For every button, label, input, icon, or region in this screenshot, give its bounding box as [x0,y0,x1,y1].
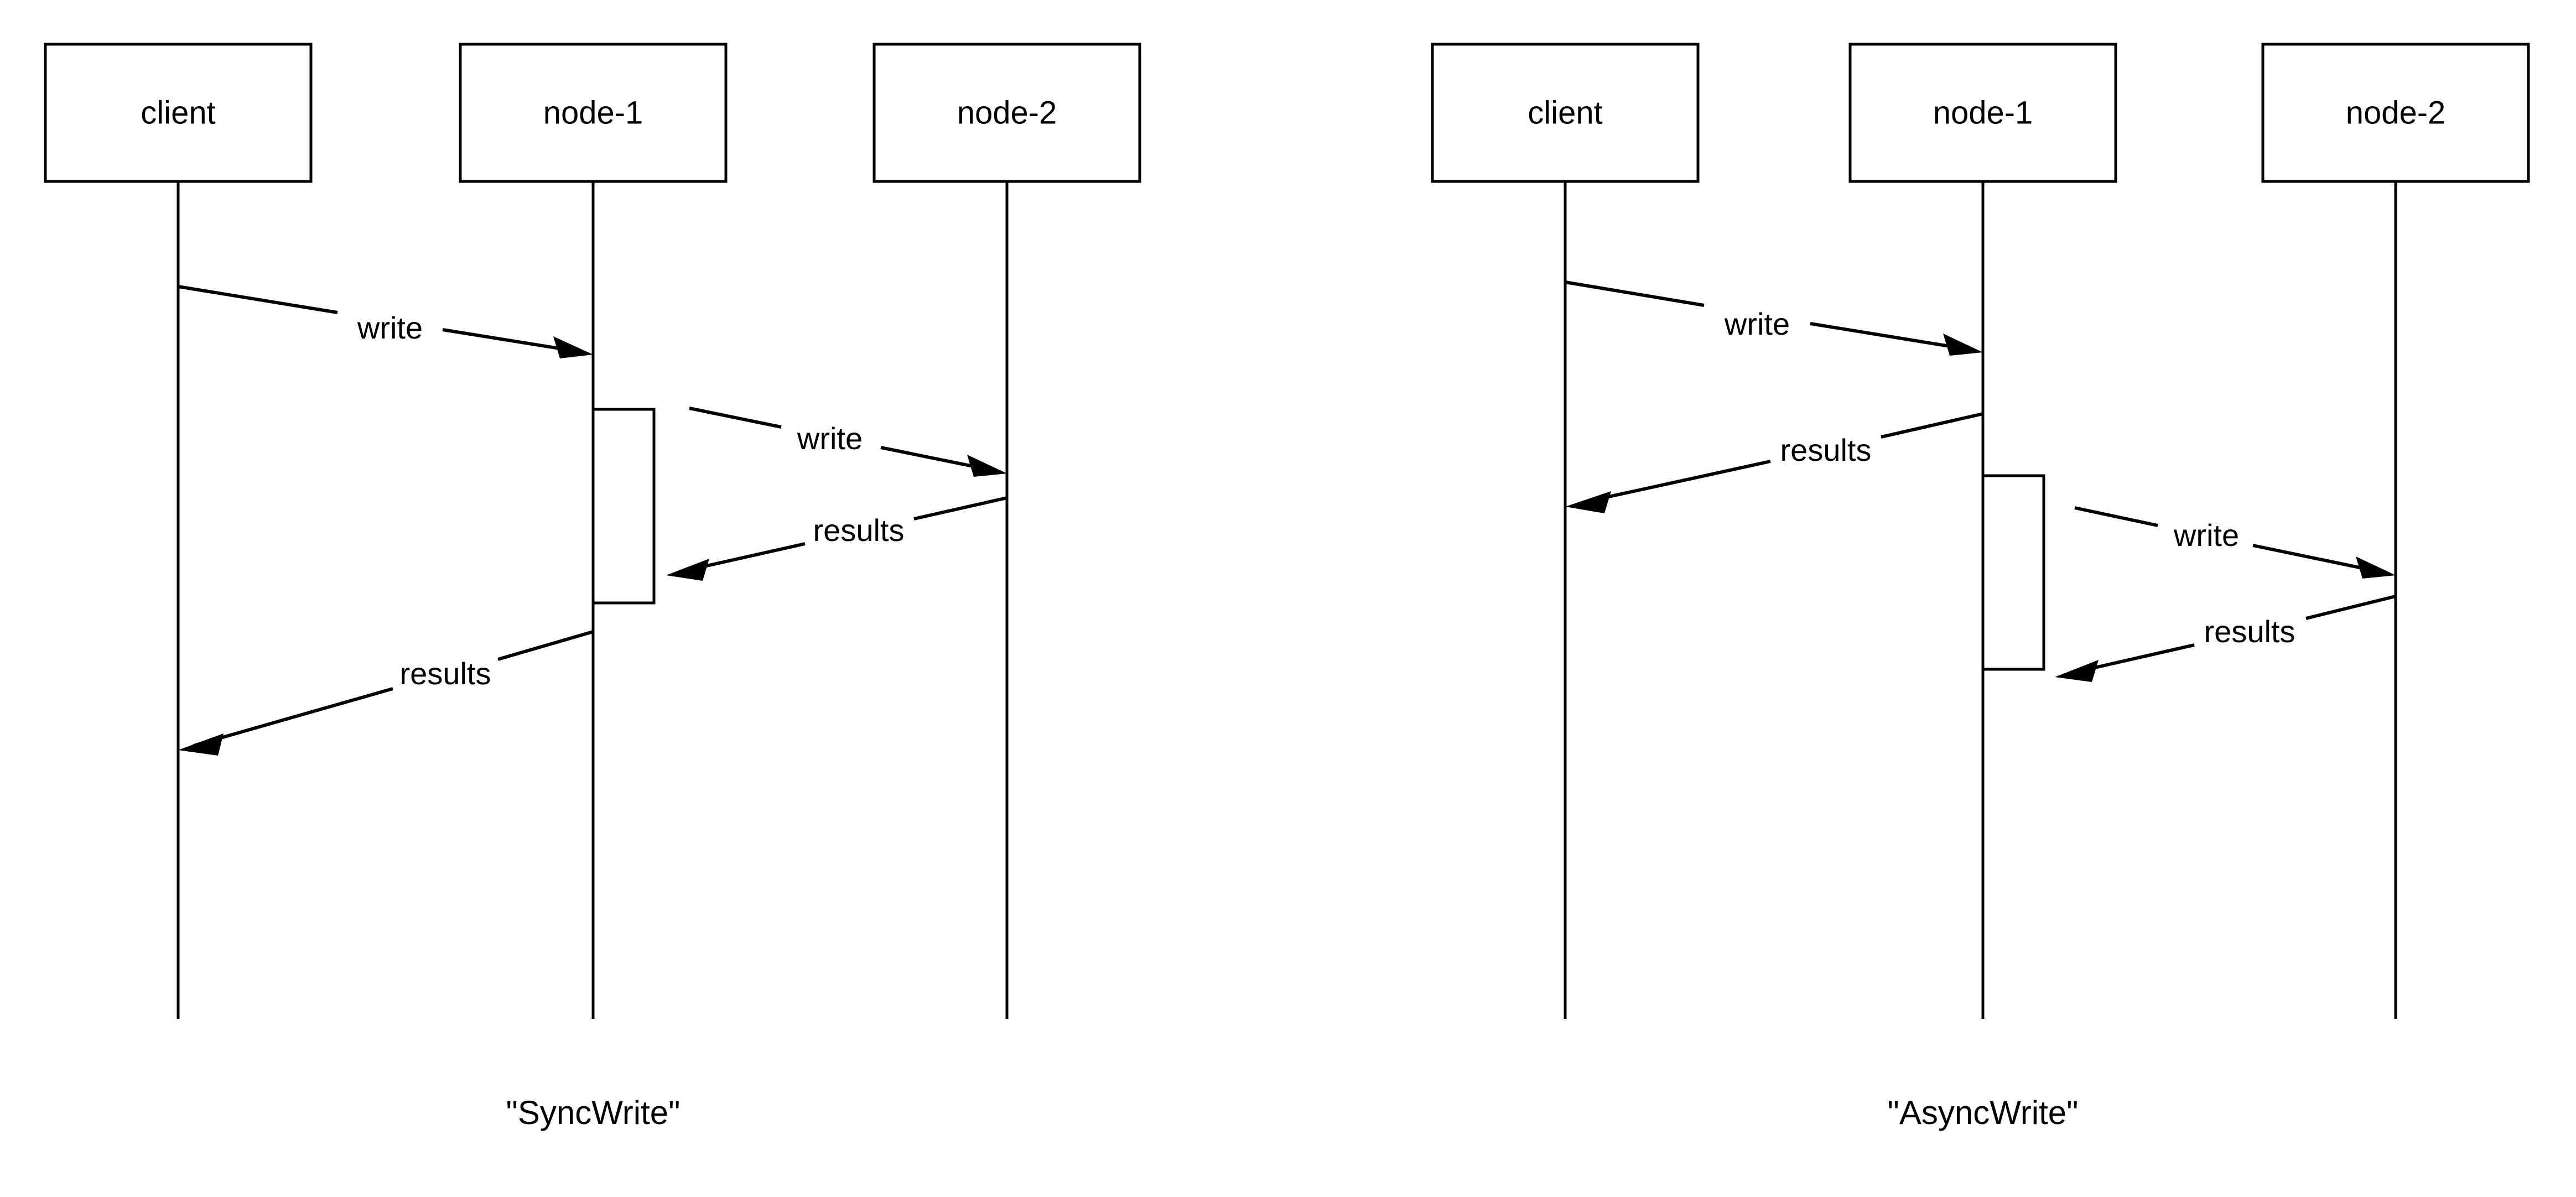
participant-label-node1-left: node-1 [543,95,643,131]
message-right-1-line-a [1565,280,1705,307]
message-left-3-label: results [813,513,905,548]
participant-label-client-right: client [1528,95,1602,131]
message-left-4: results [178,630,594,756]
message-right-2-line-a [1881,412,1983,439]
participant-box-node1-right[interactable] [1848,43,2117,183]
participant-box-node1-left[interactable] [459,43,728,183]
caption-sync-write: "SyncWrite" [506,1094,681,1131]
message-right-1-label: write [1724,306,1790,341]
activation-bar-node1-left [591,408,656,605]
participant-node1-left[interactable]: node-1 [459,43,728,183]
participant-client-right[interactable]: client [1431,43,1700,183]
message-right-4-line-a [2305,595,2396,620]
participant-node1-right[interactable]: node-1 [1848,43,2117,183]
message-left-4-line-b [193,687,393,747]
message-right-2-label: results [1780,433,1872,467]
message-left-4-line-a [497,630,594,661]
participant-label-node2-left: node-2 [957,95,1057,131]
message-right-2: results [1565,412,1983,513]
participant-label-node2-right: node-2 [2346,95,2446,131]
arrowhead-left-icon [1565,491,1611,513]
message-right-1: write [1565,280,1983,356]
message-left-2-label: write [797,421,863,456]
diagram-async-write: client node-1 node-2 write [1431,43,2530,1131]
message-left-3: results [666,496,1007,581]
participant-label-client-left: client [141,95,215,131]
message-right-3-label: write [2173,518,2239,553]
activation-bar-node1-right [1981,474,2045,671]
message-right-1-line-b [1810,322,1974,352]
message-right-3: write [2074,506,2396,579]
participant-label-node1-right: node-1 [1933,95,2033,131]
participant-node2-right[interactable]: node-2 [2261,43,2530,183]
participant-box-node2-left[interactable] [872,43,1141,183]
message-left-2: write [689,407,1007,477]
message-left-3-line-a [913,496,1007,521]
message-right-4-label: results [2204,614,2295,649]
message-right-2-line-b [1583,460,1771,504]
diagram-sync-write: client node-1 node-2 write [44,43,1141,1131]
arrowhead-left-icon [178,733,224,756]
arrowhead-left-icon [666,559,709,581]
participant-box-client-right[interactable] [1431,43,1700,183]
message-right-3-line-a [2074,506,2158,527]
arrowhead-right-icon [2356,556,2396,579]
arrowhead-right-icon [1943,334,1983,356]
participant-box-client-left[interactable] [44,43,313,183]
participant-node2-left[interactable]: node-2 [872,43,1141,183]
arrowhead-right-icon [967,455,1007,477]
message-left-1: write [178,285,593,358]
arrowhead-left-icon [2055,660,2099,682]
message-left-4-label: results [400,656,491,691]
participant-client-left[interactable]: client [44,43,313,183]
arrowhead-right-icon [553,336,593,358]
participant-box-node2-right[interactable] [2261,43,2530,183]
message-left-1-line-a [178,285,338,314]
message-left-1-label: write [357,310,423,345]
caption-async-write: "AsyncWrite" [1888,1094,2079,1131]
message-right-4: results [2055,595,2396,682]
message-left-2-line-a [689,407,782,429]
